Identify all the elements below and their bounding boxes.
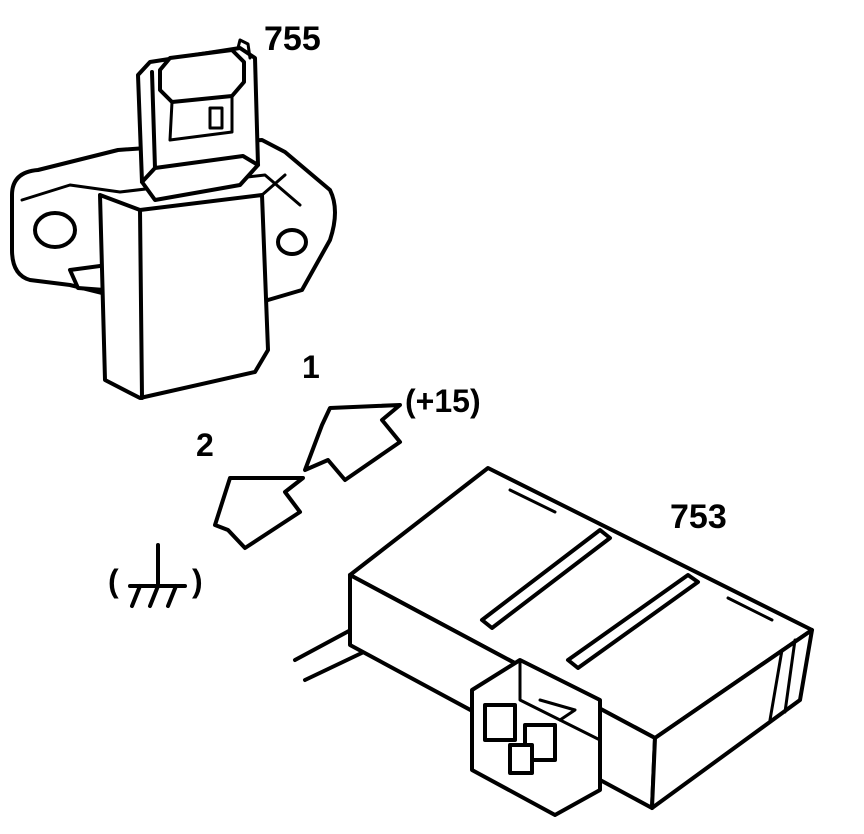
module-end	[650, 628, 814, 810]
module-rib-1	[480, 528, 612, 630]
sensor-mount-hole-right	[276, 228, 308, 256]
pin-label-1: 1	[302, 349, 320, 385]
arrow-pin-2	[213, 476, 305, 550]
sensor-mount-hole-left	[33, 211, 77, 249]
ground-paren-close: )	[192, 563, 203, 599]
ground-icon	[128, 543, 187, 608]
label-755: 755	[264, 20, 321, 58]
sensor-755	[10, 38, 337, 400]
signal-label-plus15: (+15)	[405, 383, 481, 419]
module-753	[293, 466, 814, 817]
label-753: 753	[670, 498, 727, 536]
ground-paren-open: (	[108, 563, 119, 599]
pin-label-2: 2	[196, 427, 214, 463]
arrow-pin-1	[303, 403, 402, 482]
module-rib-2	[566, 573, 700, 670]
sensor-body	[98, 193, 270, 400]
